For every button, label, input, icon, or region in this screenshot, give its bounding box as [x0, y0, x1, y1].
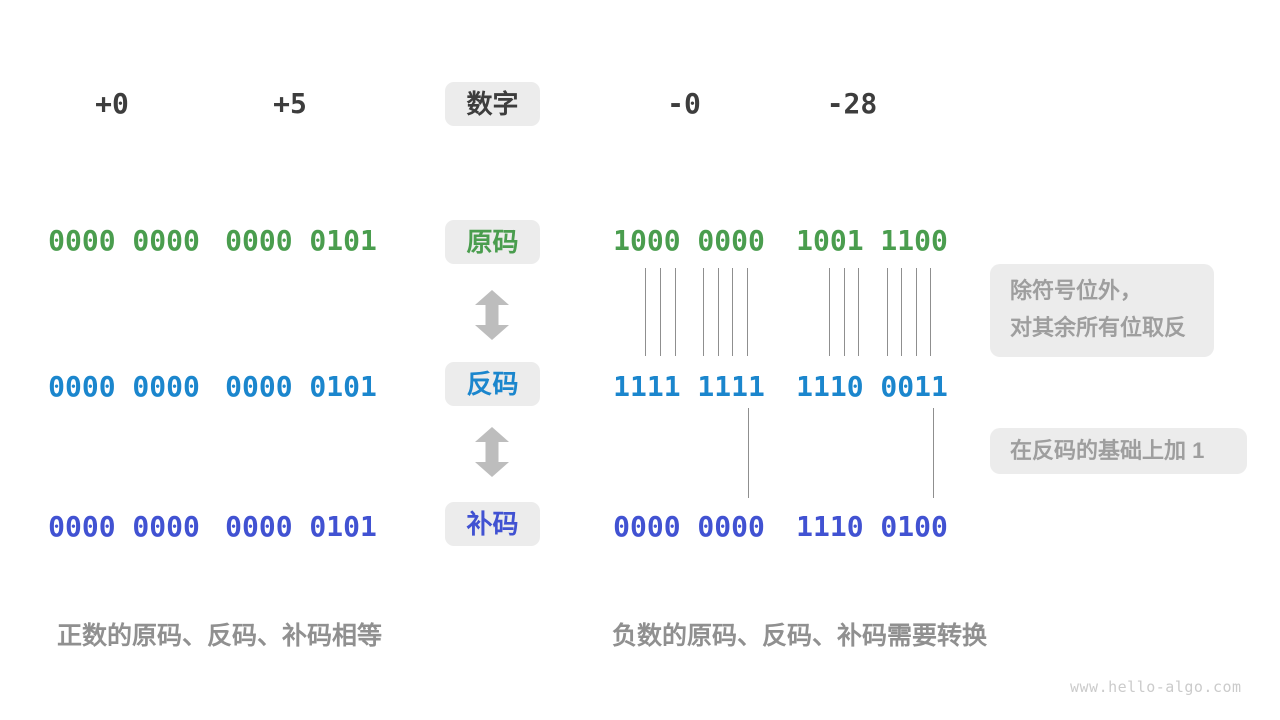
binary-value-ones-complement-minus0: 1111 1111	[613, 370, 765, 403]
binary-value-ones-complement-minus28: 1110 0011	[796, 370, 948, 403]
binary-value-sign-magnitude-plus0: 0000 0000	[48, 224, 200, 257]
positive-caption: 正数的原码、反码、补码相等	[57, 622, 383, 650]
binary-value-twos-complement-plus5: 0000 0101	[225, 510, 377, 543]
bit-connector-line	[645, 268, 646, 356]
updown-arrow-icon	[475, 290, 509, 340]
bit-connector-line	[660, 268, 661, 356]
bit-connector-line	[901, 268, 902, 356]
binary-value-sign-magnitude-minus0: 1000 0000	[613, 224, 765, 257]
bit-connector-line	[703, 268, 704, 356]
bit-connector-line	[844, 268, 845, 356]
column-header-minus0: -0	[667, 87, 701, 120]
binary-value-ones-complement-plus0: 0000 0000	[48, 370, 200, 403]
binary-value-sign-magnitude-plus5: 0000 0101	[225, 224, 377, 257]
column-header-plus0: +0	[95, 87, 129, 120]
binary-value-sign-magnitude-minus28: 1001 1100	[796, 224, 948, 257]
bit-connector-line	[858, 268, 859, 356]
invert-bits-note: 除符号位外， 对其余所有位取反	[990, 264, 1214, 357]
watermark: www.hello-algo.com	[1070, 678, 1242, 696]
bit-connector-line	[933, 408, 934, 498]
invert-bits-note-line2: 对其余所有位取反	[1010, 315, 1187, 340]
negative-caption: 负数的原码、反码、补码需要转换	[612, 622, 988, 650]
bit-connector-line	[887, 268, 888, 356]
bit-connector-line	[916, 268, 917, 356]
twos-complement-label: 补码	[445, 502, 540, 546]
add-one-note: 在反码的基础上加 1	[990, 428, 1247, 474]
binary-value-ones-complement-plus5: 0000 0101	[225, 370, 377, 403]
sign-magnitude-label: 原码	[445, 220, 540, 264]
bit-connector-line	[732, 268, 733, 356]
bit-connector-line	[675, 268, 676, 356]
bit-connector-line	[748, 408, 749, 498]
bit-connector-line	[718, 268, 719, 356]
ones-complement-label: 反码	[445, 362, 540, 406]
bit-connector-line	[930, 268, 931, 356]
binary-value-twos-complement-minus0: 0000 0000	[613, 510, 765, 543]
column-header-minus28: -28	[826, 87, 878, 120]
number-label: 数字	[445, 82, 540, 126]
binary-value-twos-complement-minus28: 1110 0100	[796, 510, 948, 543]
invert-bits-note-line1: 除符号位外，	[1010, 278, 1143, 303]
add-one-note-line1: 在反码的基础上加 1	[1010, 438, 1205, 463]
binary-value-twos-complement-plus0: 0000 0000	[48, 510, 200, 543]
bit-connector-line	[829, 268, 830, 356]
column-header-plus5: +5	[273, 87, 307, 120]
bit-connector-line	[747, 268, 748, 356]
updown-arrow-icon	[475, 427, 509, 477]
